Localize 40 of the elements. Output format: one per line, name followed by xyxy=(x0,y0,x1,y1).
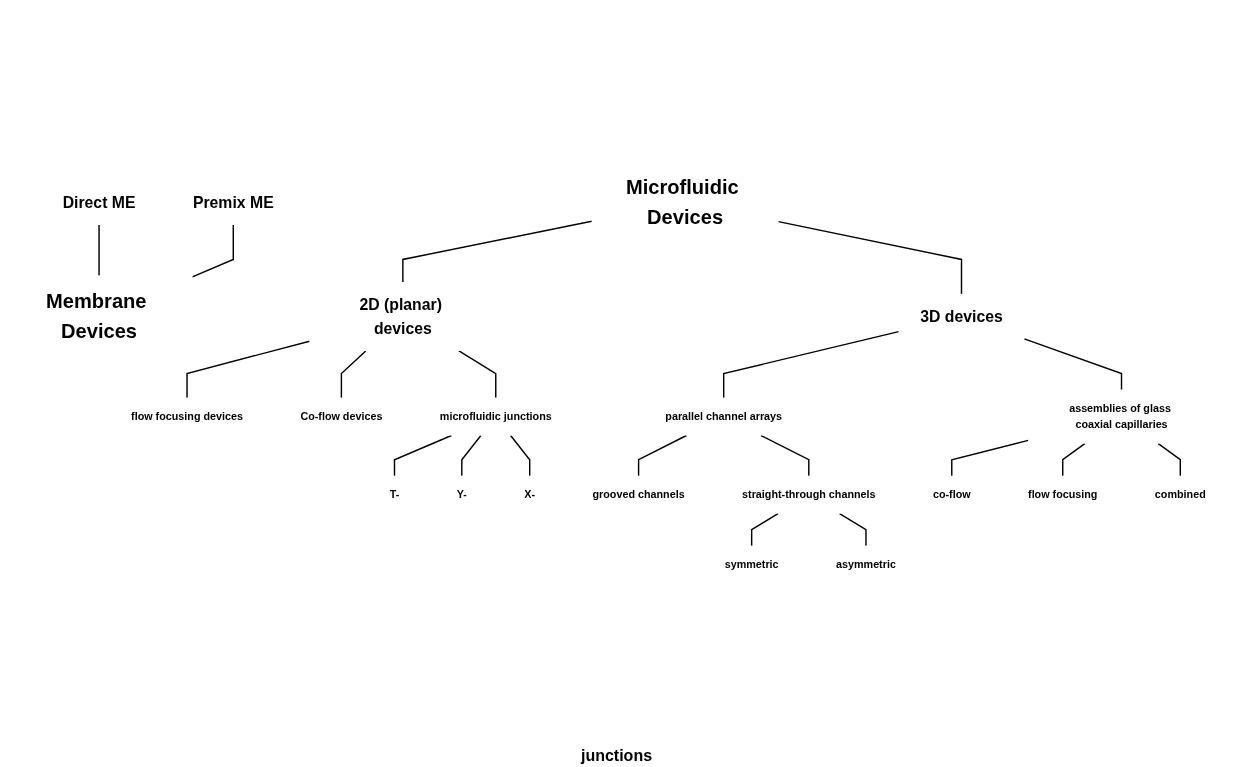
node-text: parallel channel arrays xyxy=(665,410,783,423)
connector xyxy=(402,220,593,283)
node-text: Membrane Devices xyxy=(46,289,147,343)
connector xyxy=(637,434,688,477)
node-text: Co-flow devices xyxy=(300,410,383,423)
connector xyxy=(509,434,531,477)
node-text: straight-through channels xyxy=(742,488,876,501)
connector xyxy=(1157,442,1181,477)
node-text: microfluidic junctions xyxy=(439,410,552,423)
connector xyxy=(777,220,963,295)
connector xyxy=(750,512,779,547)
node-text: X- xyxy=(524,488,536,501)
node-text: co-flow xyxy=(932,488,971,501)
node-text: Premix ME xyxy=(192,193,274,212)
connector xyxy=(461,434,482,477)
node-text: 2D (planar) devices xyxy=(359,295,442,338)
node-text: asymmetric xyxy=(836,558,896,571)
node-text: Y- xyxy=(456,488,467,501)
connector xyxy=(838,512,867,547)
node-text: symmetric xyxy=(724,558,779,571)
connector xyxy=(1062,442,1086,477)
node-text: 3D devices xyxy=(920,307,1003,326)
note-text: junctions xyxy=(580,747,653,764)
connector xyxy=(723,330,900,399)
connector xyxy=(458,350,497,399)
node-text: Microfluidic Devices xyxy=(625,175,739,229)
connector xyxy=(951,439,1029,477)
connector xyxy=(1023,338,1123,391)
connector xyxy=(760,434,810,477)
connector xyxy=(393,434,453,477)
node-text: flow focusing devices xyxy=(131,410,243,423)
node-text: assemblies of glass coaxial capillaries xyxy=(1069,401,1171,431)
node-text: grooved channels xyxy=(592,488,685,501)
connector xyxy=(186,340,311,399)
node-text: combined xyxy=(1154,488,1206,501)
node-text: T- xyxy=(389,488,400,501)
connector xyxy=(98,224,100,277)
node-text: Direct ME xyxy=(62,193,136,212)
connector xyxy=(340,350,367,399)
node-text: flow focusing xyxy=(1028,488,1098,501)
